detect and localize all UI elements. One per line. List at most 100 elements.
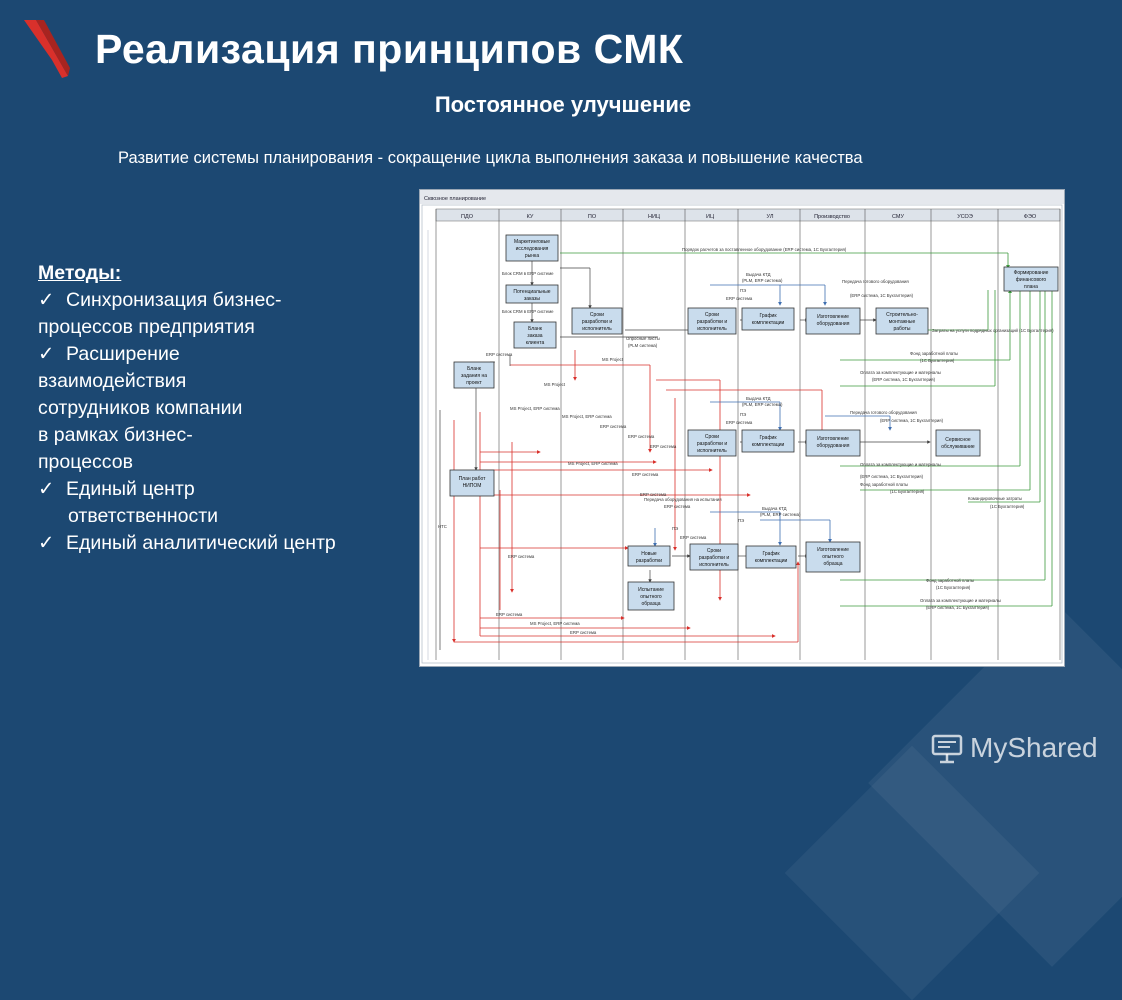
connector-label: ПЭ	[672, 526, 678, 531]
process-diagram: Сквозное планирование ПДО КУ ПО НИЦ ИЦ У…	[419, 189, 1065, 667]
connector-label: MS Project, ERP система	[562, 414, 612, 419]
box-text: плана	[1024, 284, 1038, 290]
lane-header: ИЦ	[706, 214, 714, 220]
connector-label: НТС	[438, 524, 447, 529]
connector-label: ERP система	[650, 444, 677, 449]
box-text: комплектации	[752, 320, 785, 326]
box-text: разработки и	[582, 319, 613, 325]
connector-label: Оплата за комплектующие и материалы	[860, 370, 941, 375]
box-text: исполнитель	[697, 326, 727, 332]
box-text: опытного	[640, 594, 662, 600]
box-text: исполнитель	[582, 326, 612, 332]
diagram-box-texts: Маркетинговые исследования рынка Потенци…	[459, 239, 1049, 607]
connector-label: Передача готового оборудования	[842, 279, 909, 284]
methods-title: Методы:	[38, 262, 122, 284]
box-text: График	[762, 551, 780, 557]
connector-label: (1С Бухгалтерия)	[920, 358, 955, 363]
box-text: разработки	[636, 558, 662, 564]
box-text: Формирование	[1014, 270, 1049, 276]
box-text: Бланк	[528, 326, 543, 332]
diagram-boxes	[449, 234, 1059, 611]
connector-label: Фонд заработной платы	[860, 482, 908, 487]
box-schedule-ul-2	[741, 429, 795, 453]
box-text: исполнитель	[699, 562, 729, 568]
lane-header: КУ	[527, 214, 534, 220]
connector-label: (1С Бухгалтерия)	[990, 504, 1025, 509]
box-text: клиента	[526, 340, 545, 346]
methods-item: ✓Синхронизация бизнес-процессов предприя…	[38, 289, 282, 338]
connector-label: (ERP система, 1С Бухгалтерия)	[850, 293, 914, 298]
lane-separators	[435, 209, 1061, 660]
connector-label: Передача оборудования на испытания	[644, 497, 722, 502]
box-prototype	[805, 541, 861, 573]
box-text: комплектации	[755, 558, 788, 564]
box-text: разработки и	[699, 555, 730, 561]
box-text: Строительно-	[886, 312, 918, 318]
connector-label: ERP система	[664, 504, 691, 509]
box-mounting	[875, 307, 929, 335]
box-text: Потенциальные	[513, 289, 550, 295]
box-text: образца	[823, 561, 842, 567]
connector-label: ERP система	[632, 472, 659, 477]
box-finplan	[1003, 266, 1059, 292]
box-potential-orders	[505, 284, 559, 304]
box-text: обслуживание	[941, 444, 975, 450]
connectors-blue	[653, 284, 892, 547]
box-text: исполнитель	[697, 448, 727, 454]
box-manufacture	[805, 307, 861, 335]
connectors-red	[452, 350, 824, 643]
connector-label: MS Project	[544, 382, 566, 387]
box-text: комплектации	[752, 442, 785, 448]
box-new-dev	[627, 545, 671, 567]
box-work-plan	[449, 469, 495, 497]
connector-label: ERP система	[628, 434, 655, 439]
box-terms-ic	[687, 307, 737, 335]
box-text: Сроки	[590, 312, 604, 318]
lane-header: ФЭО	[1024, 214, 1037, 220]
box-text: финансового	[1016, 277, 1047, 283]
checkmark-icon: ✓	[38, 478, 55, 500]
connector-label: ERP система	[640, 492, 667, 497]
connector-label: Блок CRM в ERP системе	[502, 309, 554, 314]
connector-label: (PLM, ERP система)	[742, 402, 783, 407]
box-client-order-form	[513, 321, 557, 349]
box-terms-ic-3	[689, 543, 739, 571]
box-text: образца	[641, 601, 660, 607]
connector-label: Выдача КТД	[762, 506, 787, 511]
box-text: работы	[894, 326, 911, 332]
box-testing	[627, 581, 675, 611]
box-manufacture-2	[805, 429, 861, 457]
lane-header: ПДО	[461, 214, 474, 220]
lane-header: ПО	[588, 214, 597, 220]
connector-label: Выдача КТД	[746, 396, 771, 401]
connector-label: ERP система	[600, 424, 627, 429]
process-diagram-svg: Сквозное планирование ПДО КУ ПО НИЦ ИЦ У…	[420, 190, 1064, 664]
connector-label: MS Project, ERP система	[510, 406, 560, 411]
diagram-connector-labels: Порядок расчетов за поставленное оборудо…	[438, 247, 1054, 635]
box-text: Маркетинговые	[514, 239, 550, 245]
methods-item: ✓Единый аналитический центр	[38, 530, 408, 557]
connector-label: (1С Бухгалтерия)	[890, 489, 925, 494]
box-text: опытного	[822, 554, 844, 560]
box-text: оборудования	[817, 321, 850, 327]
corner-logo-icon	[24, 20, 70, 78]
watermark-text: MyShared	[970, 732, 1098, 763]
connector-label: (PLM, ERP система)	[760, 512, 801, 517]
checkmark-icon: ✓	[38, 532, 55, 554]
connector-label: ERP система	[508, 554, 535, 559]
box-text: График	[759, 435, 777, 441]
connector-label: (PLM, ERP система)	[742, 278, 783, 283]
connector-label: Затраты на услуги подрядных организаций …	[932, 328, 1054, 333]
box-text: Испытание	[638, 587, 664, 593]
connector-label: MS Project	[602, 357, 624, 362]
box-text: разработки и	[697, 441, 728, 447]
lane-header: УЛ	[767, 214, 774, 220]
methods-block: Методы: ✓Синхронизация бизнес-процессов …	[38, 260, 408, 557]
slide-subtitle: Постоянное улучшение	[434, 92, 692, 117]
box-text: НИПОМ	[463, 483, 482, 489]
box-text: График	[759, 313, 777, 319]
box-text: Изготовление	[817, 547, 849, 553]
box-schedule-ul-3	[745, 545, 797, 569]
connector-label: MS Project, ERP система	[568, 461, 618, 466]
